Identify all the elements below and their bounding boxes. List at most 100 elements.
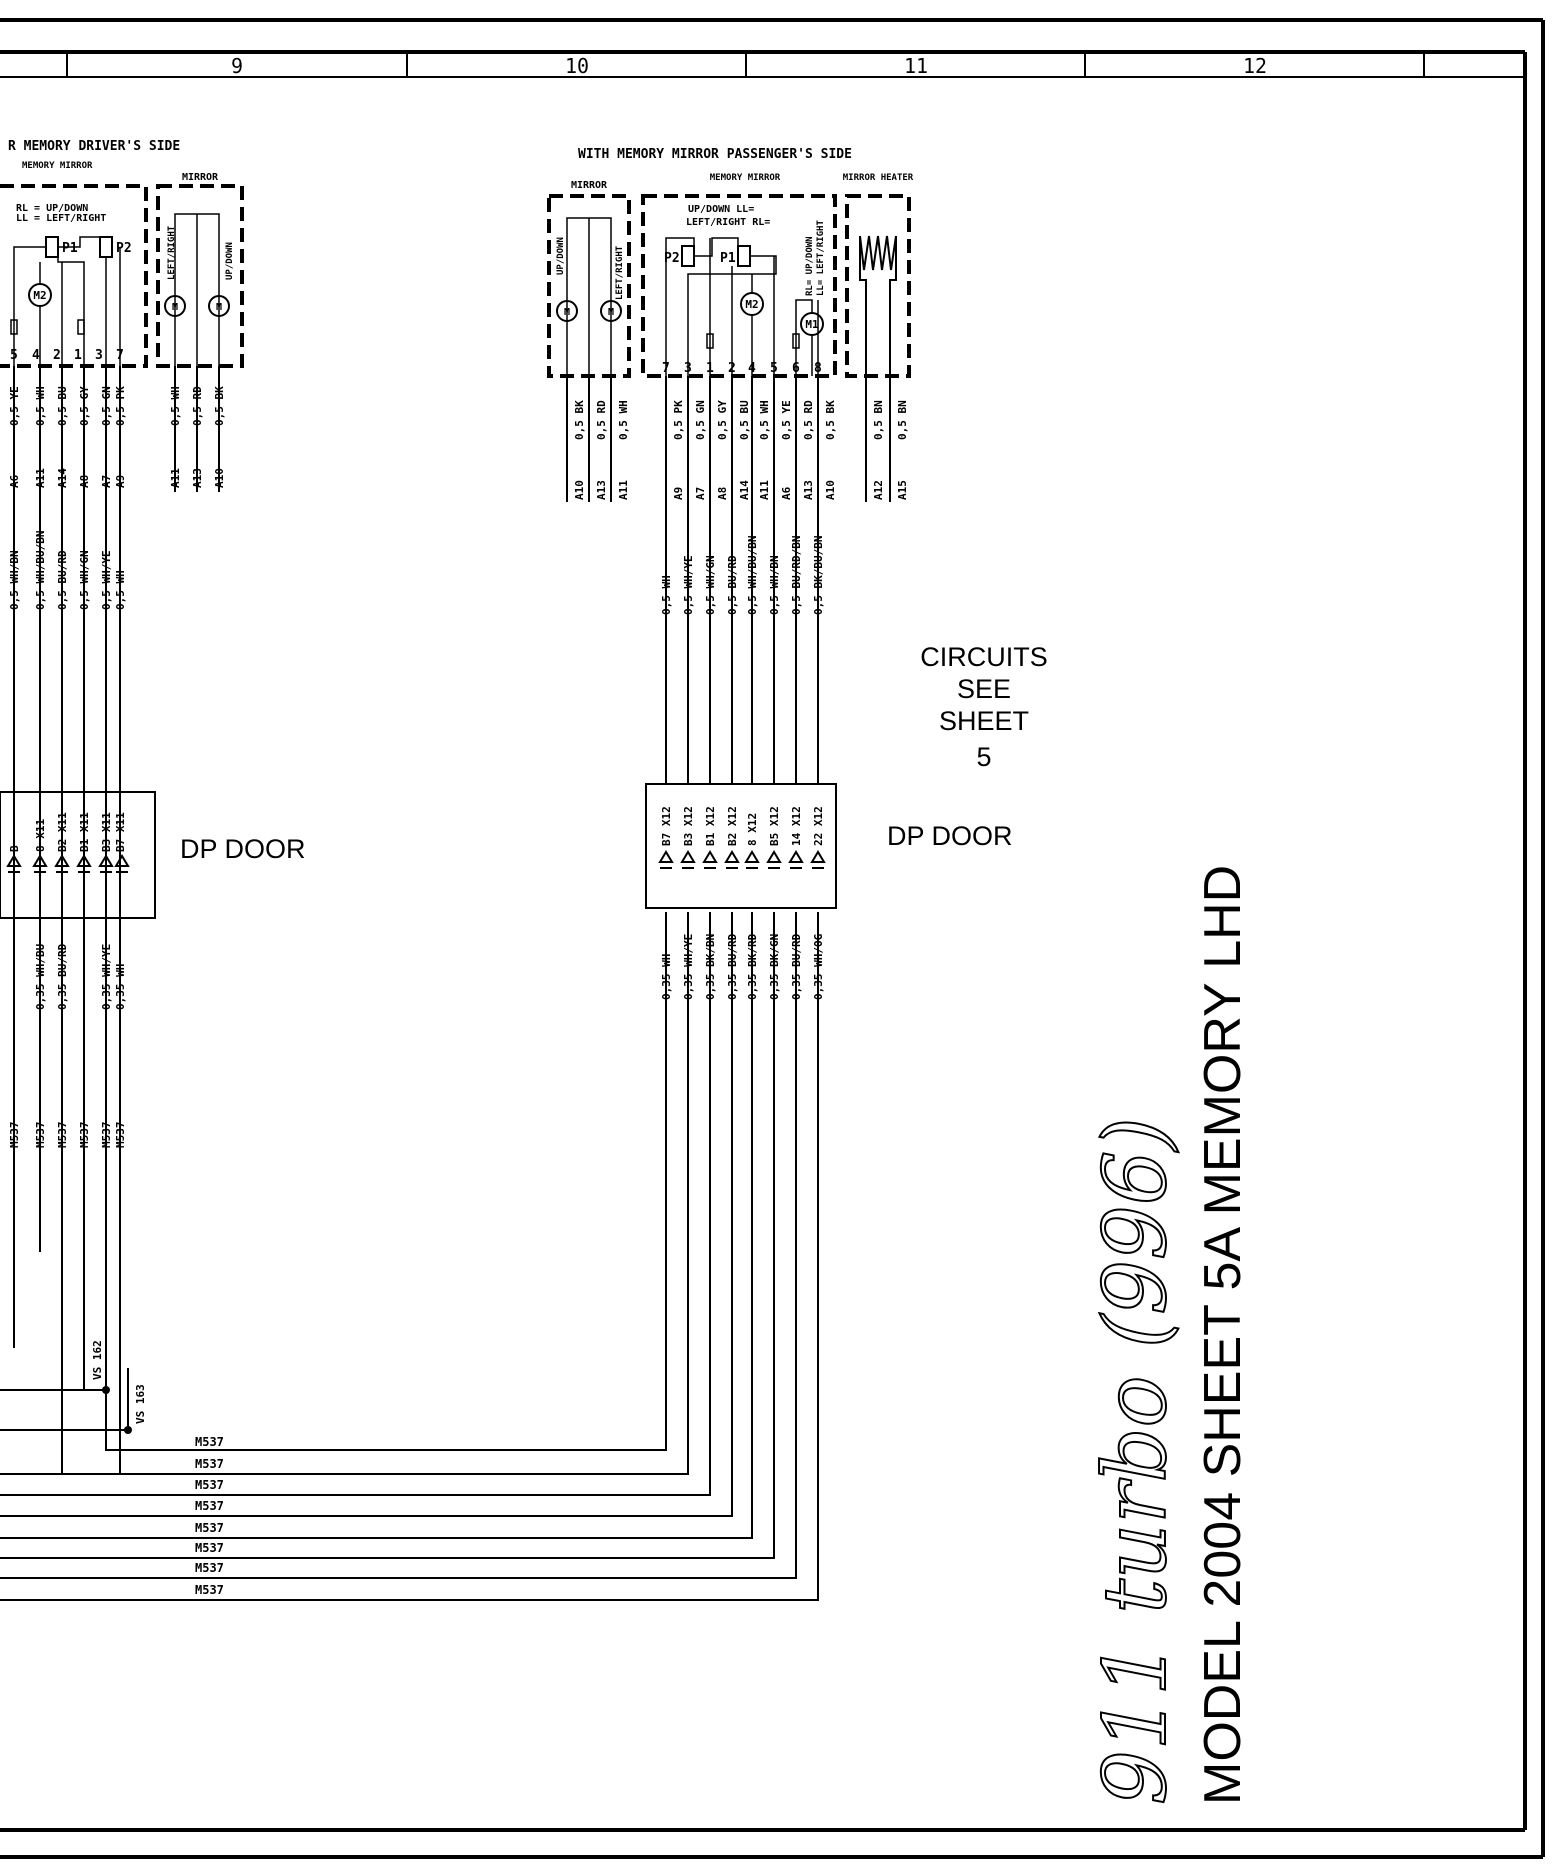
passenger-mirror-heater-box [845, 194, 911, 378]
passenger-heater-ref: A15 [896, 480, 909, 500]
passenger-connector-pins: B7 X12 B3 X12 B1 X12 B2 X12 8 X12 B5 X12… [660, 806, 825, 846]
passenger-pin: 1 [706, 361, 714, 376]
driver-bottom-wire-labels: 0,35 WH/BU 0,35 BU/RD 0,35 WH/YE 0,35 WH [34, 943, 127, 1010]
driver-dp-door-connector [0, 791, 156, 919]
column-12: 12 [1243, 54, 1267, 78]
driver-pot-p1-label: P1 [62, 241, 78, 256]
passenger-legend-bottom: LEFT/RIGHT RL= [686, 217, 770, 228]
bus-ref: M537 [195, 1457, 224, 1471]
driver-connector-pin: B3 X11 [100, 812, 113, 852]
note-line: CIRCUITS [920, 642, 1048, 672]
passenger-top-wire: 0,5 WH [758, 400, 771, 440]
driver-top-ref: A8 [78, 475, 91, 488]
driver-top-ref: A11 [34, 468, 47, 488]
column-headers: 9 10 11 12 [231, 54, 1267, 78]
driver-top-ref: A6 [8, 474, 21, 488]
passenger-connector-pin: B7 X12 [660, 806, 673, 846]
bus-ref: M537 [195, 1541, 224, 1555]
driver-mirror-wire: 0,5 RD [191, 386, 204, 426]
passenger-mirror-motor-ud-label: UP/DOWN [556, 237, 566, 275]
title-model: MODEL 2004 SHEET 5A MEMORY LHD [1194, 865, 1252, 1805]
passenger-top-wire-labels: 0,5 BK 0,5 RD 0,5 WH 0,5 PK 0,5 GN 0,5 G… [573, 400, 909, 440]
passenger-connector-label: DP DOOR [887, 821, 1013, 851]
passenger-top-wire: 0,5 PK [672, 400, 685, 440]
driver-bottom-ref: M537 [34, 1122, 47, 1149]
passenger-top-ref: A11 [758, 480, 771, 500]
driver-legend-ll: LL = LEFT/RIGHT [16, 213, 106, 224]
passenger-heater-label: MIRROR HEATER [843, 173, 914, 183]
note-line: 5 [976, 742, 991, 772]
driver-side-section: R MEMORY DRIVER'S SIDE MEMORY MIRROR RL … [0, 139, 306, 1474]
driver-connector-label: DP DOOR [180, 834, 306, 864]
passenger-top-wire: 0,5 GN [694, 400, 707, 440]
circuits-note: CIRCUITS SEE SHEET 5 [920, 642, 1048, 772]
column-10: 10 [565, 54, 589, 78]
passenger-pin: 8 [814, 361, 822, 376]
passenger-legend-top: UP/DOWN LL= [688, 204, 754, 215]
passenger-mirror-label: MIRROR [571, 180, 608, 191]
passenger-connector-pin: 22 X12 [812, 806, 825, 846]
passenger-heater-ref: A12 [872, 480, 885, 500]
passenger-pin-row: 7 3 1 2 4 5 6 8 [662, 361, 822, 376]
passenger-mid-wire: 0,5 WH/GN [704, 555, 717, 615]
passenger-bottom-wire: 0,35 WH [660, 954, 673, 1000]
passenger-side-legend-ll: LL= LEFT/RIGHT [816, 220, 826, 296]
passenger-top-ref: A7 [694, 487, 707, 500]
passenger-top-wire: 0,5 BU [738, 400, 751, 440]
passenger-connector-pin: B3 X12 [682, 806, 695, 846]
driver-top-wire: 0,5 GY [78, 386, 91, 426]
passenger-memory-mirror-box [641, 194, 837, 378]
passenger-motor-m1-label: M1 [805, 318, 819, 331]
passenger-bottom-wire: 0,35 BK/GN [768, 934, 781, 1000]
passenger-mid-wire: 0,5 BU/RD [726, 555, 739, 615]
passenger-bottom-wire: 0,35 WH/OG [812, 933, 825, 1000]
driver-mirror-ref: A11 [169, 468, 182, 488]
passenger-pot-p1 [737, 245, 751, 267]
sheet-frame [0, 18, 1545, 1859]
passenger-mid-wire-labels: 0,5 WH 0,5 WH/YE 0,5 WH/GN 0,5 BU/RD 0,5… [660, 536, 825, 615]
driver-bottom-wire: 0,35 WH/BU [34, 943, 47, 1010]
passenger-mirror-motor-lr [600, 300, 622, 322]
driver-pin: 7 [116, 348, 124, 363]
passenger-bottom-wire: 0,35 BK/RD [746, 933, 759, 1000]
passenger-mid-wire: 0,5 BU/RD/BN [790, 536, 803, 615]
passenger-mid-wire: 0,5 BK/BU/BN [812, 536, 825, 615]
passenger-top-wire: 0,5 RD [802, 400, 815, 440]
passenger-mid-wire: 0,5 WH [660, 575, 673, 615]
passenger-top-wire: 0,5 YE [780, 400, 793, 440]
passenger-pot-p2-label: P2 [664, 251, 680, 266]
motor-symbol: M [564, 307, 570, 318]
driver-top-ref: A9 [114, 475, 127, 488]
passenger-top-wire: 0,5 BK [824, 400, 837, 440]
passenger-mid-wire: 0,5 WH/YE [682, 555, 695, 615]
driver-mirror-label: MIRROR [182, 172, 219, 183]
driver-pot-p2-label: P2 [116, 241, 132, 256]
driver-connector-pins: B 8 X11 B2 X11 B1 X11 B3 X11 B7 X11 [8, 812, 127, 852]
motor-symbol: M [172, 302, 178, 313]
passenger-pin: 7 [662, 361, 670, 376]
driver-mirror-wire: 0,5 WH [169, 386, 182, 426]
motor-symbol: M [608, 307, 614, 318]
passenger-mirror-wire: 0,5 BK [573, 400, 586, 440]
driver-pin: 5 [10, 348, 18, 363]
title-block: 911 turbo (996) MODEL 2004 SHEET 5A MEMO… [1085, 865, 1252, 1806]
driver-mid-wire: 0,5 BU/RD [56, 550, 69, 610]
passenger-connector-pin: 8 X12 [746, 813, 759, 846]
passenger-side-legend-rl: RL= UP/DOWN [805, 236, 815, 296]
passenger-bottom-wire-labels: 0,35 WH 0,35 WH/YE 0,35 BK/BN 0,35 BU/RD… [660, 933, 825, 1000]
driver-mirror-motor-ud-label: UP/DOWN [225, 242, 235, 280]
passenger-top-refs: A10 A13 A11 A9 A7 A8 A14 A11 A6 A13 A10 … [573, 480, 909, 500]
driver-mid-wire: 0,5 WH [114, 570, 127, 610]
heater-element-icon [859, 235, 897, 271]
driver-memory-mirror-box [0, 184, 148, 368]
driver-mirror-motor-lr [164, 295, 186, 317]
driver-top-wire: 0,5 GN [100, 386, 113, 426]
passenger-mirror-wire: 0,5 RD [595, 400, 608, 440]
passenger-mid-wire: 0,5 WH/BN [768, 555, 781, 615]
splice-vs163-label: VS 163 [134, 1384, 147, 1424]
passenger-pin: 3 [684, 361, 692, 376]
driver-bottom-ref: M537 [8, 1122, 21, 1149]
passenger-mirror-wire: 0,5 WH [617, 400, 630, 440]
driver-bottom-wire: 0,35 BU/RD [56, 943, 69, 1010]
driver-pot-p1 [45, 236, 59, 258]
